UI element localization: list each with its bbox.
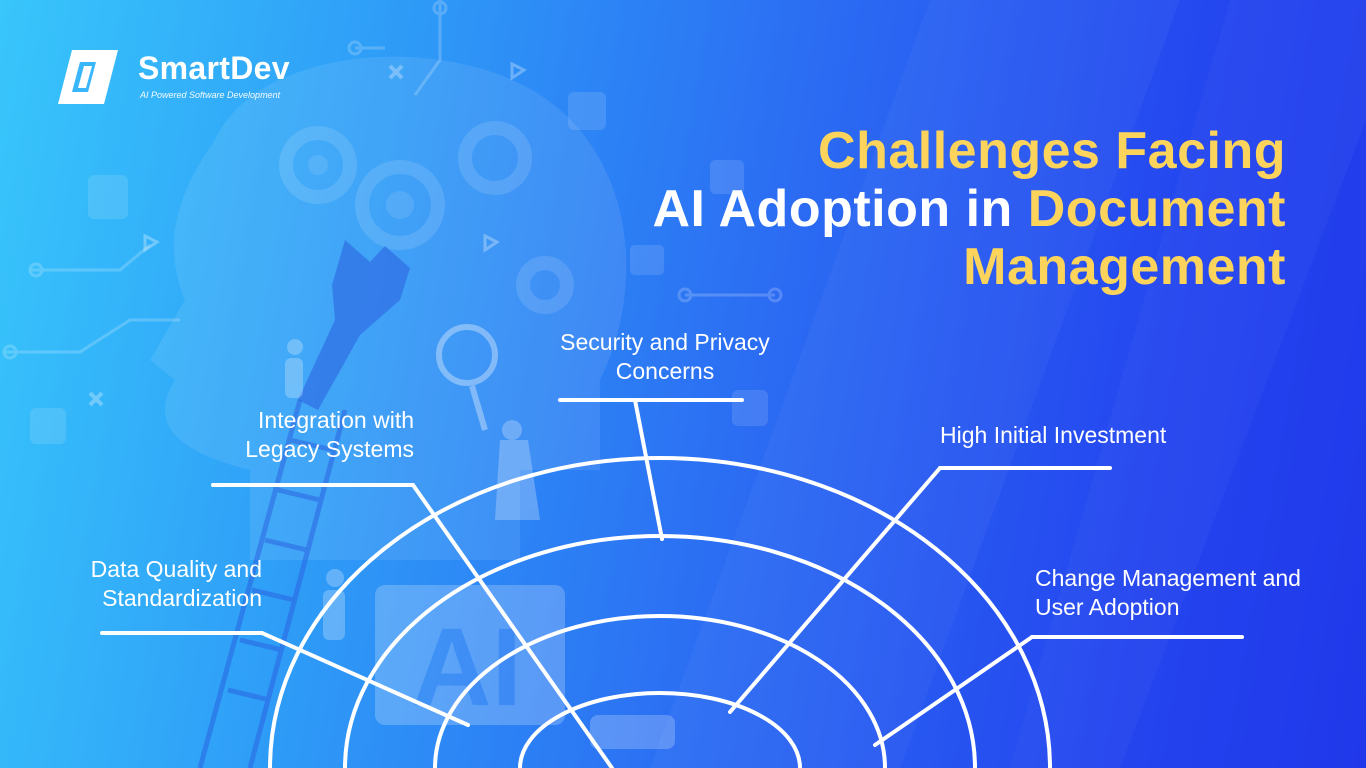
arc-ring-3 [433,614,887,768]
title-line-1: Challenges Facing [818,122,1286,180]
diagonal-stripe-shape [1010,0,1366,768]
arc-ring-1 [268,456,1052,768]
challenge-security-label: Security and Privacy Concerns [560,329,770,384]
magnifier-icon [436,324,498,431]
arc-ring-4 [518,691,802,768]
title-line-3: Management [963,238,1286,296]
connector-change [873,635,1034,747]
wrench-icon [298,240,410,410]
arc-ring-2 [343,534,977,768]
logo-mark-icon [58,50,118,104]
title-line-2-yellow: Document [1027,180,1286,238]
connector-integration [411,483,614,768]
connector-investment [728,466,942,714]
gear-icon [308,155,414,219]
challenge-change-label: Change Management and User Adoption [1035,565,1301,620]
title-line-2: AI Adoption in Document [652,180,1286,238]
challenge-investment-label: High Initial Investment [940,422,1167,448]
connector-data-quality [260,631,470,727]
brand-logo[interactable]: SmartDev AI Powered Software Development [56,48,326,108]
challenge-data-quality-label: Data Quality and Standardization [90,556,262,611]
person-figure [285,339,540,640]
brand-name: SmartDev [138,50,290,86]
challenge-integration-label: Integration with Legacy Systems [245,407,414,462]
brand-tagline: AI Powered Software Development [140,90,281,100]
close-icon [88,64,404,407]
ai-monitor: AI [375,585,675,749]
title-line-2-white: AI Adoption in [652,180,1028,238]
connector-security [633,398,664,541]
ai-monitor-text: AI [412,606,522,729]
page-title: Challenges Facing AI Adoption in Documen… [486,122,1286,296]
